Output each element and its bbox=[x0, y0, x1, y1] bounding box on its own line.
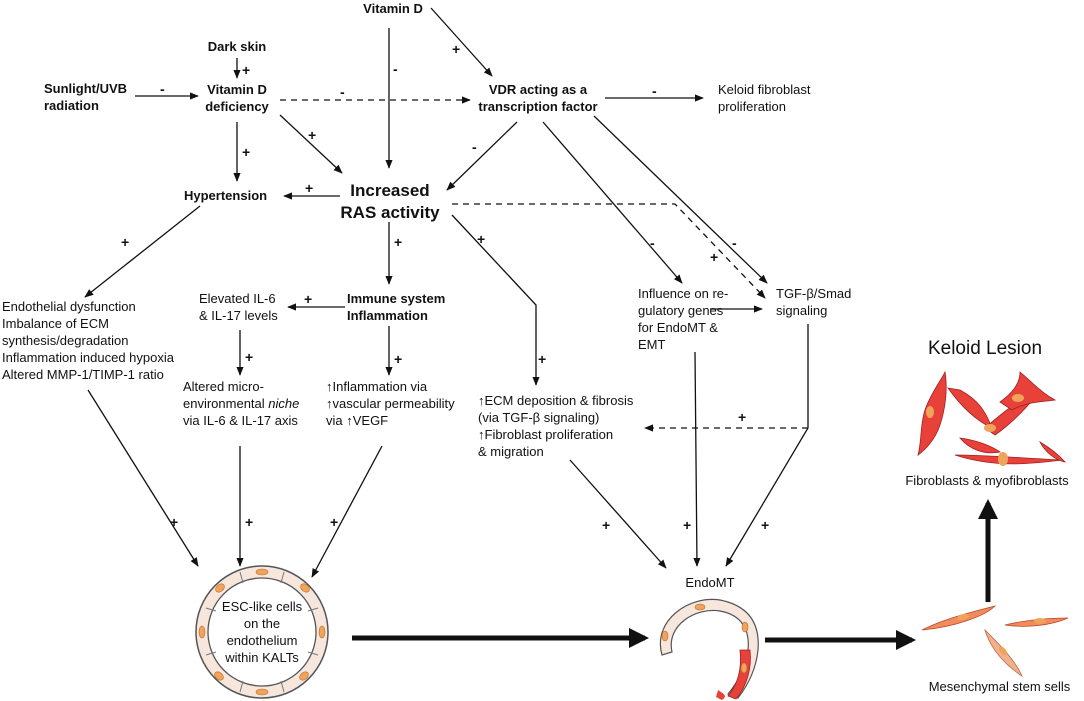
node-tgf-smad: TGF-β/Smad signaling bbox=[776, 286, 852, 318]
sign-vdr-ras: - bbox=[472, 139, 477, 155]
sign-sun-def: - bbox=[160, 81, 165, 97]
arrow-vdr-tgf bbox=[593, 115, 768, 284]
label-mesenchymal-stem-cells: Mesenchymal stem sells bbox=[928, 679, 1071, 694]
sign-dark-def: + bbox=[242, 62, 251, 78]
sign-ras-ecm-2: + bbox=[538, 351, 547, 367]
node-hypertension: Hypertension bbox=[184, 188, 268, 203]
niche-text-2: via IL-6 & IL-17 axis bbox=[183, 413, 298, 428]
sign-niche-esc: + bbox=[245, 514, 254, 530]
arrow-ras-ecm bbox=[451, 214, 540, 386]
sign-ras-ecm: + bbox=[477, 231, 486, 247]
node-keloid-lesion: Keloid Lesion bbox=[927, 338, 1043, 359]
sign-vdr-keloid: - bbox=[652, 83, 657, 99]
sign-htn-endo: + bbox=[121, 234, 130, 250]
sign-def-htn: + bbox=[242, 144, 251, 160]
arrow-ecm-endomt bbox=[569, 459, 667, 569]
sign-vitd-ras: - bbox=[393, 61, 398, 77]
node-inflammation-vegf: ↑Inflammation via ↑vascular permeability… bbox=[326, 379, 455, 428]
sign-ras-htn: + bbox=[305, 180, 314, 196]
niche-text-italic: niche bbox=[268, 396, 300, 411]
sign-ras-immune: + bbox=[394, 234, 403, 250]
label-fibroblasts: Fibroblasts & myofibroblasts bbox=[905, 473, 1069, 488]
node-keloid-fibroblast-proliferation: Keloid fibroblast proliferation bbox=[718, 82, 811, 114]
mesenchymal-cells-illustration bbox=[921, 605, 1069, 678]
sign-ras-tgf: + bbox=[710, 249, 719, 265]
node-ras-activity: Increased RAS activity bbox=[340, 181, 440, 222]
niche-text-1: Altered micro- environmental bbox=[183, 379, 265, 411]
label-endomt: EndoMT bbox=[685, 575, 735, 590]
fibroblasts-illustration bbox=[917, 370, 1067, 466]
sign-def-vdr: - bbox=[340, 84, 345, 100]
arrow-vdr-reg bbox=[542, 121, 683, 284]
sign-ecm-endomt: + bbox=[602, 517, 611, 533]
label-esc-cells: ESC-like cells on the endothelium within… bbox=[221, 599, 303, 665]
arrow-reg-endomt bbox=[693, 351, 701, 567]
arrow-def-ras bbox=[279, 114, 343, 174]
arrow-htn-endo bbox=[84, 205, 201, 298]
node-vdr: VDR acting as a transcription factor bbox=[478, 82, 598, 114]
node-ecm-deposition: ↑ECM deposition & fibrosis (via TGF-β si… bbox=[478, 393, 634, 459]
node-vitamin-d: Vitamin D bbox=[363, 1, 423, 16]
node-regulatory-genes: Influence on re- gulatory genes for Endo… bbox=[638, 286, 729, 352]
node-sunlight: Sunlight/UVB radiation bbox=[44, 81, 128, 113]
node-endothelial-dysfunction: Endothelial dysfunction Imbalance of ECM… bbox=[2, 299, 174, 382]
arrow-endo-esc bbox=[87, 389, 199, 567]
sign-il6-niche: + bbox=[245, 349, 254, 365]
sign-vdr-reg: - bbox=[650, 235, 655, 251]
endomt-illustration bbox=[659, 598, 759, 700]
sign-vegf-esc: + bbox=[330, 514, 339, 530]
node-dark-skin: Dark skin bbox=[207, 39, 267, 54]
node-vitamin-d-deficiency: Vitamin D deficiency bbox=[205, 82, 269, 114]
node-elevated-il6: Elevated IL-6 & IL-17 levels bbox=[199, 291, 278, 323]
sign-tgf-endomt: + bbox=[761, 517, 770, 533]
sign-endo-esc: + bbox=[170, 514, 179, 530]
node-immune-system: Immune system Inflammation bbox=[347, 291, 446, 323]
sign-immune-il6: + bbox=[304, 291, 313, 307]
arrow-vdr-ras bbox=[446, 121, 518, 191]
sign-vdr-tgf: - bbox=[732, 235, 737, 251]
node-altered-niche: Altered micro- environmental niche via I… bbox=[183, 378, 323, 429]
sign-immune-vegf: + bbox=[394, 351, 403, 367]
arrow-vitd-vdr bbox=[430, 7, 493, 77]
sign-reg-endomt: + bbox=[683, 517, 692, 533]
sign-tgf-ecm: + bbox=[738, 409, 747, 425]
arrow-ras-tgf bbox=[452, 203, 766, 299]
arrow-vegf-esc bbox=[311, 445, 383, 578]
sign-vitd-vdr: + bbox=[452, 41, 461, 57]
vessel-ring-illustration bbox=[195, 565, 329, 699]
sign-def-ras: + bbox=[308, 127, 317, 143]
